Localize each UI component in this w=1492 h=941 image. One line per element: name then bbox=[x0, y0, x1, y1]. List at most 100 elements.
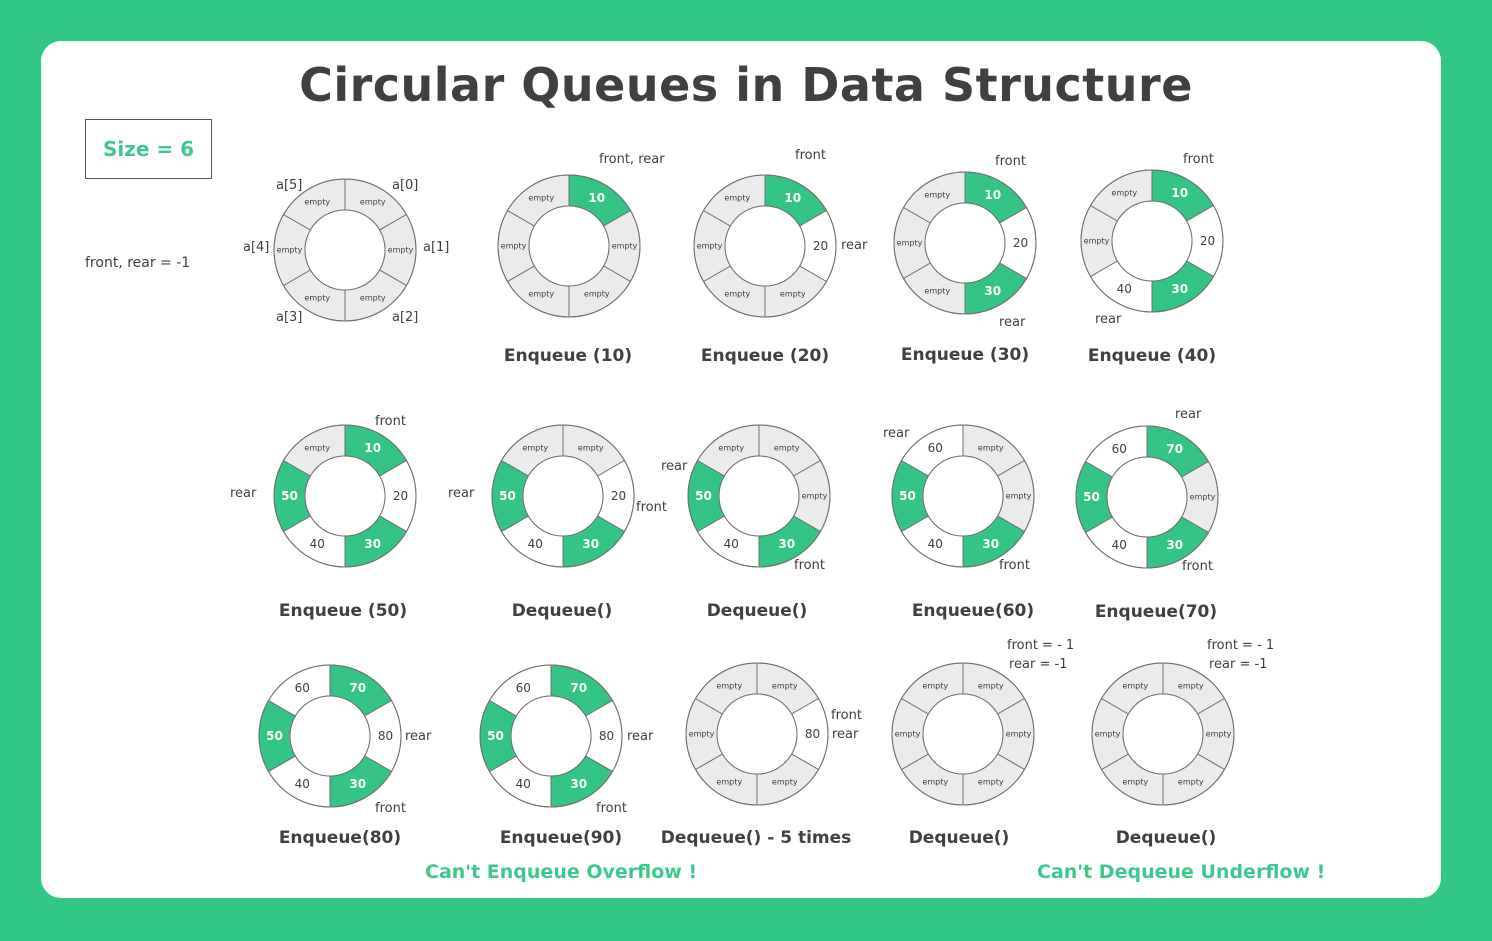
pointer-label: front, rear bbox=[599, 152, 665, 167]
segment-value-text: 40 bbox=[516, 777, 531, 791]
caption-enqueue-10: Enqueue (10) bbox=[503, 346, 633, 366]
pointer-label: rear bbox=[832, 727, 859, 742]
segment-value-text: 50 bbox=[281, 489, 298, 503]
index-label: a[0] bbox=[392, 178, 418, 193]
segment-value-text: 70 bbox=[570, 681, 587, 695]
segment-empty-text: empty bbox=[277, 246, 303, 255]
segment-empty-text: empty bbox=[922, 778, 948, 787]
ring-outline bbox=[1091, 662, 1235, 806]
ring-hole bbox=[1111, 200, 1193, 282]
ring-hole bbox=[304, 455, 386, 537]
pointer-label: front bbox=[1182, 559, 1213, 574]
segment-empty-text: empty bbox=[978, 443, 1004, 452]
segment-value-text: 10 bbox=[1171, 186, 1188, 200]
underflow-message: Can't Dequeue Underflow ! bbox=[1037, 861, 1326, 883]
pointer-label: rear bbox=[999, 315, 1026, 330]
segment-empty-text: empty bbox=[978, 681, 1004, 690]
segment-value-text: 50 bbox=[499, 489, 516, 503]
segment-value-text: 70 bbox=[349, 681, 366, 695]
caption-enqueue-30: Enqueue (30) bbox=[900, 345, 1030, 365]
segment-value-text: 70 bbox=[1166, 442, 1183, 456]
segment-value-text: 60 bbox=[295, 681, 310, 695]
segment-empty-text: empty bbox=[724, 290, 750, 299]
pointer-label: front bbox=[794, 558, 825, 573]
segment-value-text: 50 bbox=[266, 729, 283, 743]
segment-empty-text: empty bbox=[1178, 778, 1204, 787]
pointer-label: rear bbox=[405, 729, 432, 744]
ring-outline bbox=[693, 174, 837, 318]
segment-empty-text: empty bbox=[578, 443, 604, 452]
pointer-label: front bbox=[375, 801, 406, 816]
segment-empty-text: empty bbox=[522, 443, 548, 452]
segment-empty-text: empty bbox=[774, 443, 800, 452]
segment-empty-text: empty bbox=[1006, 492, 1032, 501]
page-title: Circular Queues in Data Structure bbox=[299, 58, 1193, 112]
segment-value-text: 50 bbox=[1083, 490, 1100, 504]
segment-empty-text: empty bbox=[718, 443, 744, 452]
index-label: a[3] bbox=[276, 310, 302, 325]
caption-dequeue-5-times: Dequeue() - 5 times bbox=[660, 828, 852, 848]
segment-value-text: 10 bbox=[588, 191, 605, 205]
segment-value-text: 40 bbox=[528, 537, 543, 551]
caption-dequeue-1: Dequeue() bbox=[511, 601, 613, 621]
pointer-label: rear bbox=[627, 729, 654, 744]
pointer-label: front bbox=[795, 148, 826, 163]
pointer-label: rear bbox=[883, 426, 910, 441]
segment-empty-text: empty bbox=[612, 242, 638, 251]
segment-value-text: 20 bbox=[1013, 236, 1028, 250]
ring-hole bbox=[922, 693, 1004, 775]
ring-hole bbox=[922, 455, 1004, 537]
segment-value-text: 80 bbox=[378, 729, 393, 743]
segment-value-text: 80 bbox=[805, 727, 820, 741]
pointer-label: front = - 1 bbox=[1007, 638, 1074, 653]
caption-dequeue-2: Dequeue() bbox=[706, 601, 808, 621]
ring-hole bbox=[1122, 693, 1204, 775]
segment-value-text: 30 bbox=[364, 537, 381, 551]
ring-outline bbox=[891, 424, 1035, 568]
segment-empty-text: empty bbox=[1095, 730, 1121, 739]
segment-empty-text: empty bbox=[689, 730, 715, 739]
segment-empty-text: empty bbox=[1190, 493, 1216, 502]
pointer-label: front bbox=[999, 558, 1030, 573]
segment-value-text: 60 bbox=[516, 681, 531, 695]
segment-value-text: 40 bbox=[310, 537, 325, 551]
ring-hole bbox=[522, 455, 604, 537]
caption-enqueue-60: Enqueue(60) bbox=[911, 601, 1035, 621]
segment-empty-text: empty bbox=[1178, 681, 1204, 690]
pointer-label: front bbox=[596, 801, 627, 816]
pointer-label: rear bbox=[1095, 312, 1122, 327]
segment-value-text: 20 bbox=[1200, 234, 1215, 248]
caption-dequeue-4: Dequeue() bbox=[1115, 828, 1217, 848]
segment-empty-text: empty bbox=[304, 197, 330, 206]
pointer-label: front bbox=[831, 708, 862, 723]
overflow-message: Can't Enqueue Overflow ! bbox=[425, 861, 698, 883]
segment-value-text: 10 bbox=[984, 188, 1001, 202]
segment-value-text: 30 bbox=[778, 537, 795, 551]
segment-empty-text: empty bbox=[716, 681, 742, 690]
ring-hole bbox=[724, 205, 806, 287]
segment-empty-text: empty bbox=[304, 443, 330, 452]
index-label: a[4] bbox=[243, 240, 269, 255]
segment-value-text: 80 bbox=[599, 729, 614, 743]
caption-enqueue-70: Enqueue(70) bbox=[1094, 602, 1218, 622]
initial-pointer-label: front, rear = -1 bbox=[85, 255, 191, 271]
segment-value-text: 40 bbox=[295, 777, 310, 791]
segment-empty-text: empty bbox=[388, 246, 414, 255]
segment-value-text: 40 bbox=[928, 537, 943, 551]
segment-empty-text: empty bbox=[924, 287, 950, 296]
segment-value-text: 60 bbox=[928, 441, 943, 455]
ring-hole bbox=[528, 205, 610, 287]
segment-value-text: 20 bbox=[813, 239, 828, 253]
segment-empty-text: empty bbox=[697, 242, 723, 251]
index-label: a[5] bbox=[276, 178, 302, 193]
